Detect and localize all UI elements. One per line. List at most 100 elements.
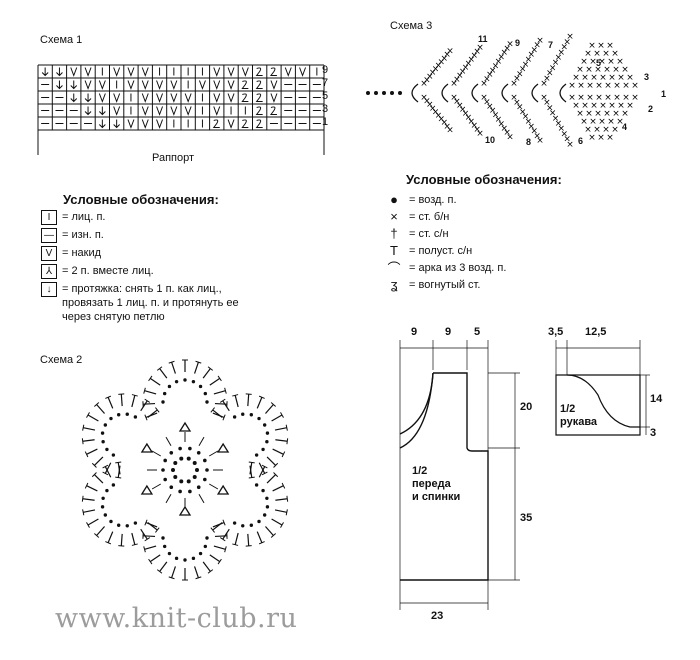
- chain-dot: [183, 378, 187, 382]
- petal-stitch: [144, 390, 157, 395]
- petal-stitch: [274, 509, 287, 513]
- row-number: 5: [596, 58, 602, 68]
- petal-stitch: [247, 533, 250, 546]
- yarnover-mark: [198, 80, 206, 90]
- cross-mark: ×: [621, 109, 629, 119]
- arch-mark: [411, 83, 419, 103]
- chain-dot: [261, 488, 265, 493]
- chain-dot: [133, 415, 138, 419]
- knit-two-together-icon: ⅄: [41, 264, 57, 279]
- legend1-text: = 2 п. вместе лиц.: [62, 265, 154, 277]
- cross-mark: ×: [566, 32, 574, 42]
- chain-dot: [105, 488, 109, 493]
- yarnover-mark: [227, 93, 235, 103]
- petal-stitch: [117, 465, 121, 478]
- cross-mark: ×: [594, 65, 602, 75]
- cross-mark: ×: [456, 101, 464, 111]
- cross-mark: ×: [528, 50, 536, 60]
- cross-mark: ×: [604, 81, 612, 91]
- cross-mark: ×: [612, 65, 620, 75]
- cross-mark: ×: [568, 81, 576, 91]
- legend1-item: V = накид: [41, 246, 321, 261]
- k2tog-mark: [241, 80, 249, 89]
- yarnover-mark: [127, 67, 135, 77]
- cross-mark: ×: [590, 73, 598, 83]
- cross-mark: ×: [595, 81, 603, 91]
- triangle-mark: [216, 442, 230, 453]
- sleeve-label-line: 1/2: [560, 403, 576, 415]
- petal-stitch-cap: [222, 519, 226, 526]
- petal-stitch: [265, 404, 274, 414]
- chain-dot: [265, 431, 270, 435]
- cross-mark: ×: [522, 60, 530, 70]
- scheme1-chart: [37, 64, 325, 155]
- petal-stitch: [149, 554, 161, 563]
- cross-mark: ×: [589, 117, 597, 127]
- legend2-text: = ст. с/н: [409, 227, 449, 240]
- petal-stitch-cap: [286, 495, 289, 502]
- decrease-mark: [98, 119, 106, 129]
- cross-mark: ×: [597, 133, 605, 143]
- petal-stitch: [83, 509, 96, 513]
- cross-mark: ×: [588, 41, 596, 51]
- triangle-mark: [178, 505, 192, 516]
- cross-mark: ×: [500, 124, 508, 134]
- chain-dot: [254, 453, 259, 457]
- petal-stitch: [194, 362, 199, 374]
- petal-stitch-cap: [195, 576, 202, 580]
- legend1-text-line2: провязать 1 лиц. п. и протянуть ее: [62, 297, 239, 309]
- decrease-mark: [70, 80, 78, 90]
- yarnover-mark: [184, 106, 192, 116]
- petal-stitch-cap: [286, 438, 289, 445]
- cross-mark: ×: [525, 117, 533, 127]
- legend2-item: ⌒ = арка из 3 возд. п.: [385, 259, 645, 276]
- cross-mark: ×: [598, 117, 606, 127]
- cross-mark: ×: [616, 117, 624, 127]
- petal-stitch-cap: [224, 387, 227, 394]
- cross-mark: ×: [599, 101, 607, 111]
- cross-mark: ×: [540, 93, 548, 103]
- chain-dot: [203, 391, 208, 396]
- chain-dot: [173, 460, 178, 465]
- row-number: 3: [644, 72, 650, 82]
- petal-stitch: [266, 456, 277, 466]
- chain-dot: [398, 91, 402, 95]
- petal-stitch: [234, 532, 239, 545]
- cross-mark: ×: [549, 109, 557, 119]
- petal-stitch-cap: [144, 398, 151, 403]
- cross-mark: ×: [612, 109, 620, 119]
- petal-stitch: [222, 528, 230, 540]
- row-number: 7: [548, 40, 554, 50]
- petal-stitch: [159, 368, 168, 379]
- petal-stitch: [86, 448, 98, 455]
- petal-stitch-cap: [86, 412, 90, 418]
- sleeve-pattern-label: 1/2 рукава: [560, 403, 597, 429]
- chain-stitch-icon: ●: [390, 192, 398, 207]
- chain-dot: [191, 379, 196, 384]
- cross-mark: ×: [603, 109, 611, 119]
- cross-mark: ×: [552, 114, 560, 124]
- cross-mark: ×: [423, 97, 431, 107]
- cross-mark: ×: [576, 65, 584, 75]
- chain-dot: [100, 505, 105, 509]
- cross-mark: ×: [503, 128, 511, 138]
- petal-stitch-cap: [210, 527, 215, 533]
- chain-dot: [232, 415, 237, 419]
- slip-knit-pass-icon: ↓: [41, 282, 57, 297]
- scheme3-leaf-motif: ××××××××××××××××××××××××××××××××××××××××…: [366, 32, 639, 150]
- chain-dot: [167, 384, 172, 389]
- cross-mark: ×: [608, 73, 616, 83]
- chain-arch-icon: ⌒: [387, 261, 401, 276]
- petal-stitch: [140, 528, 148, 540]
- cross-mark: ×: [513, 98, 521, 108]
- stitch-line: [198, 436, 205, 447]
- chain-dot: [262, 423, 267, 427]
- yarnover-mark: [156, 119, 164, 129]
- yarnover-mark: [141, 80, 149, 90]
- chain-dot: [203, 477, 207, 482]
- cross-mark: ×: [584, 49, 592, 59]
- petal-stitch-cap: [261, 471, 268, 476]
- petal-stitch-cap: [207, 366, 214, 371]
- chain-dot: [169, 485, 174, 490]
- petal-stitch: [140, 400, 148, 412]
